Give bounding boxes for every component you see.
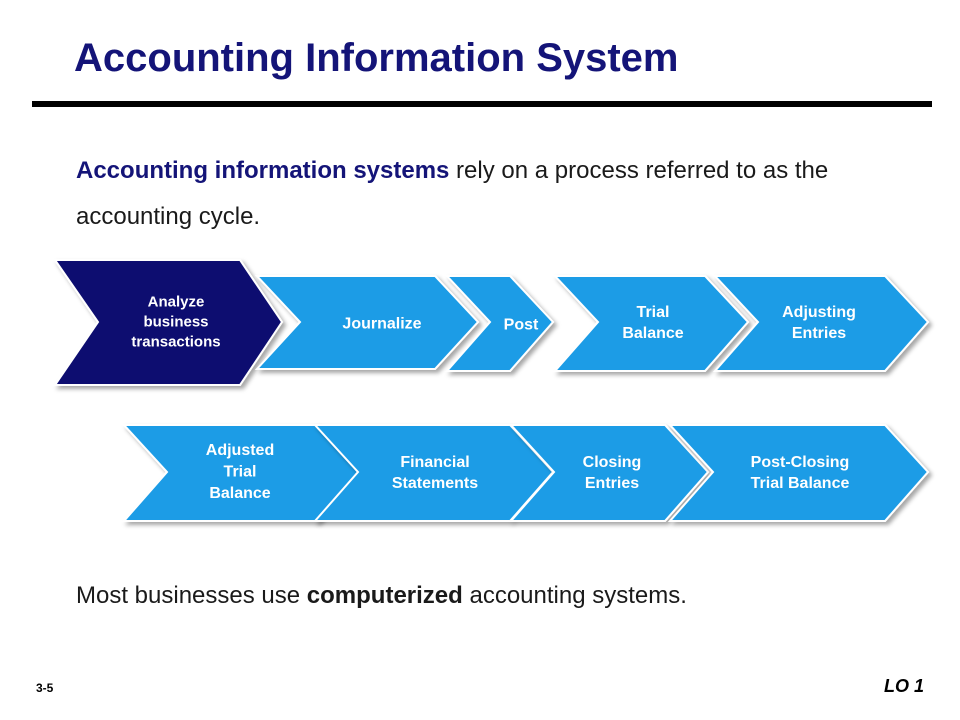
slide-title: Accounting Information System — [74, 36, 679, 80]
step-chevron — [53, 259, 284, 386]
intro-text: rely on a process referred to as the acc… — [76, 157, 829, 230]
title-rule — [32, 101, 932, 107]
step-journalize: Journalize — [254, 275, 480, 370]
step-label-line: Post-Closing — [751, 454, 850, 471]
step-label-line: Balance — [209, 485, 270, 502]
step-label-line: Trial — [224, 464, 257, 481]
step-label-line: Trial Balance — [751, 475, 850, 492]
step-chevron — [667, 424, 930, 522]
step-analyze-business-transactions: Analyze business transactions — [53, 259, 284, 386]
step-chevron — [552, 275, 750, 372]
intro-paragraph: Accounting information systems rely on a… — [76, 148, 896, 240]
step-label-line: business — [143, 314, 208, 331]
closing-statement: Most businesses use computerized account… — [76, 582, 916, 610]
step-label-line: Adjusting — [782, 304, 856, 321]
step-chevron — [508, 424, 710, 522]
step-label-line: Journalize — [342, 316, 421, 333]
step-post: Post — [444, 275, 555, 372]
step-label-line: Post — [504, 317, 539, 334]
step-label-line: Financial — [400, 454, 469, 471]
step-label-line: Analyze — [148, 294, 205, 311]
closing-text-before: Most businesses use — [76, 582, 307, 609]
step-label-line: transactions — [131, 333, 220, 350]
step-label-line: Statements — [392, 475, 478, 492]
step-label-line: Entries — [585, 475, 639, 492]
step-label-line: Balance — [622, 325, 683, 342]
step-chevron — [444, 275, 555, 372]
closing-text-after: accounting systems. — [462, 582, 687, 609]
step-chevron — [712, 275, 930, 372]
step-label-line: Entries — [792, 325, 846, 342]
closing-bold-term: computerized — [306, 582, 463, 609]
step-label-line: Closing — [583, 454, 642, 471]
step-chevron — [254, 275, 480, 370]
step-label-line: Trial — [637, 304, 670, 321]
intro-bold-term: Accounting information systems — [76, 157, 450, 184]
learning-objective-label: LO 1 — [884, 676, 925, 696]
slide-number: 3-5 — [36, 681, 54, 695]
step-label-line: Adjusted — [206, 442, 274, 459]
